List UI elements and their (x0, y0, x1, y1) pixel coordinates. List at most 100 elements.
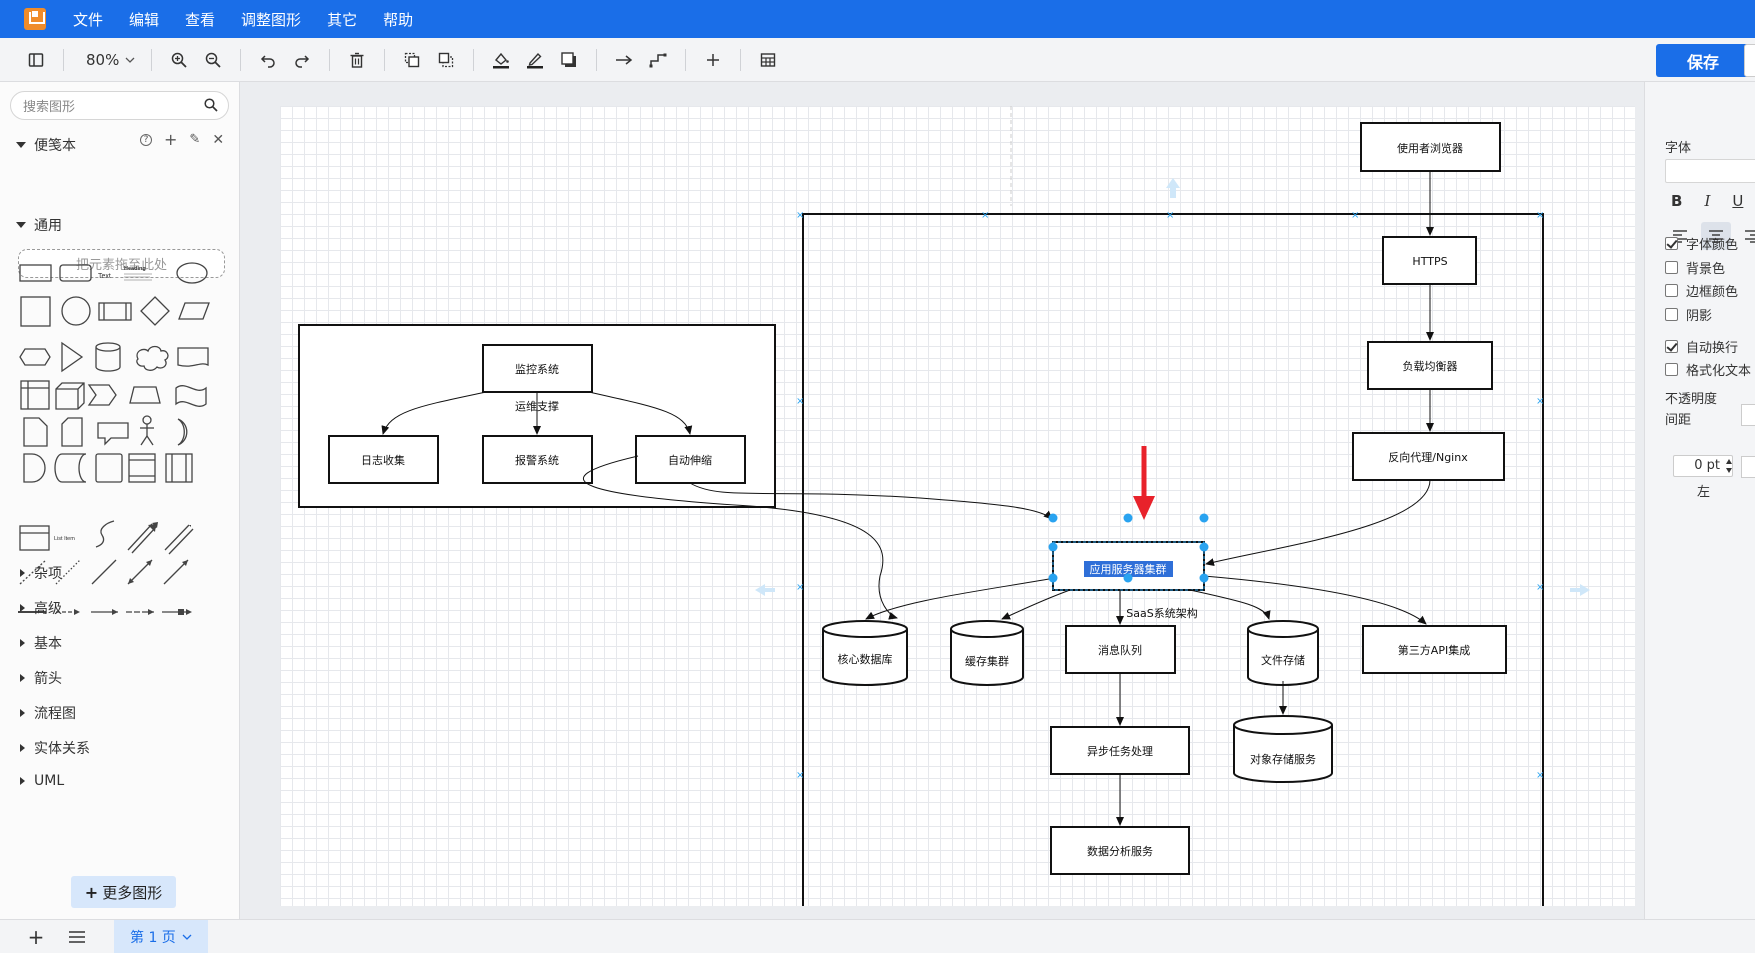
svg-text:×: × (796, 396, 804, 407)
checkbox-label: 自动换行 (1686, 341, 1739, 356)
word-wrap-checkbox[interactable]: 自动换行 (1665, 337, 1738, 356)
menu-file[interactable]: 文件 (73, 10, 104, 29)
main-edges[interactable] (583, 171, 1434, 826)
section-arrows[interactable]: 箭头 (20, 668, 62, 688)
redo-icon[interactable] (290, 48, 314, 72)
selection-handles[interactable] (1048, 513, 1209, 583)
node-object-storage[interactable] (1233, 715, 1333, 783)
node-async-tasks[interactable] (1050, 726, 1190, 775)
zoom-in-icon[interactable] (167, 48, 191, 72)
underline-button[interactable]: U (1732, 192, 1744, 210)
cylinder-shape (95, 342, 121, 372)
section-flowchart[interactable]: 流程图 (20, 703, 76, 723)
italic-button[interactable]: I (1704, 192, 1711, 210)
font-color-checkbox[interactable]: 字体颜色 (1665, 234, 1738, 253)
close-icon[interactable]: ✕ (212, 132, 225, 148)
node-autoscaling[interactable] (635, 435, 746, 484)
delete-icon[interactable] (345, 48, 369, 72)
checkbox-icon[interactable] (1665, 261, 1678, 274)
shadow-icon[interactable] (557, 48, 581, 72)
to-front-icon[interactable] (400, 48, 424, 72)
spacing-input-top[interactable] (1741, 456, 1755, 478)
node-core-db[interactable] (822, 620, 908, 686)
section-advanced[interactable]: 高级 (20, 598, 62, 618)
node-browser[interactable] (1360, 122, 1501, 172)
checkbox-icon[interactable] (1665, 363, 1678, 376)
shape-palette[interactable]: Text Heading List Item (16, 242, 216, 692)
section-label: 杂项 (34, 566, 62, 582)
save-options-button[interactable] (1744, 44, 1755, 77)
menu-help[interactable]: 帮助 (383, 10, 414, 29)
node-label: 消息队列 (1098, 643, 1142, 657)
node-reverse-proxy[interactable] (1352, 432, 1505, 481)
toggle-sidebar-icon[interactable] (24, 48, 48, 72)
add-icon[interactable]: + (164, 130, 178, 149)
node-monitoring[interactable] (482, 344, 593, 393)
waypoints-icon[interactable] (646, 48, 670, 72)
page-tab[interactable]: 第 1 页 (114, 919, 208, 953)
caret-down-icon (16, 142, 26, 148)
document-shape (177, 347, 209, 367)
menu-lines-icon[interactable] (68, 930, 86, 944)
bold-button[interactable]: B (1671, 192, 1683, 210)
checkbox-icon[interactable] (1665, 308, 1678, 321)
general-section-header[interactable]: 通用 (16, 215, 62, 235)
svg-text:×: × (1536, 396, 1544, 407)
menu-view[interactable]: 查看 (185, 10, 216, 29)
align-center-icon[interactable] (1701, 222, 1731, 250)
diagram-page[interactable]: × × × × × × × × × × × 监控系统 运维支撑 (280, 106, 1635, 906)
menu-extras[interactable]: 其它 (327, 10, 358, 29)
node-label-selected[interactable]: 应用服务器集群 (1090, 562, 1167, 576)
to-back-icon[interactable] (434, 48, 458, 72)
diagram-svg[interactable]: × × × × × × × × × × × 监控系统 运维支撑 (280, 106, 1635, 906)
formatted-text-checkbox[interactable]: 格式化文本 (1665, 360, 1751, 379)
add-page-button[interactable]: + (27, 924, 45, 949)
more-shapes-button[interactable]: + 更多图形 (71, 876, 176, 908)
checkbox-icon[interactable] (1665, 284, 1678, 297)
section-entity-relation[interactable]: 实体关系 (20, 738, 90, 758)
section-uml[interactable]: UML (20, 773, 64, 789)
node-third-party-api[interactable] (1362, 625, 1507, 674)
fill-color-icon[interactable] (489, 48, 513, 72)
zoom-select[interactable]: 80% (80, 51, 141, 69)
menu-edit[interactable]: 编辑 (129, 10, 160, 29)
saas-container[interactable] (802, 213, 1544, 906)
connection-arrow-icon[interactable] (612, 48, 636, 72)
edit-pencil-icon[interactable]: ✎ (189, 132, 201, 147)
section-misc[interactable]: 杂项 (20, 563, 62, 583)
scratchpad-dropzone[interactable]: 把元素拖至此处 (18, 249, 225, 278)
save-button[interactable]: 保存 (1656, 44, 1750, 77)
border-color-checkbox[interactable]: 边框颜色 (1665, 281, 1738, 300)
help-icon[interactable]: ? (140, 134, 152, 146)
background-color-checkbox[interactable]: 背景色 (1665, 258, 1725, 277)
format-panel: 字体 B I U 字体颜色 背景色 边框颜色 阴影 自动换行 格式化文本 不透明… (1644, 82, 1755, 919)
checkbox-checked-icon[interactable] (1665, 340, 1678, 353)
node-file-storage[interactable] (1247, 620, 1319, 686)
table-icon[interactable] (756, 48, 780, 72)
checkbox-checked-icon[interactable] (1665, 237, 1678, 250)
search-input[interactable]: 搜索图形 (10, 91, 229, 120)
node-cache[interactable] (950, 620, 1024, 686)
canvas-area[interactable]: × × × × × × × × × × × 监控系统 运维支撑 (240, 82, 1644, 919)
line-color-icon[interactable] (523, 48, 547, 72)
ops-edges[interactable] (381, 391, 693, 435)
node-https[interactable] (1382, 236, 1477, 285)
font-family-select[interactable] (1665, 159, 1755, 183)
node-alerting[interactable] (482, 435, 593, 484)
menu-arrange[interactable]: 调整图形 (241, 10, 302, 29)
search-icon[interactable] (204, 98, 218, 112)
opacity-input[interactable] (1741, 404, 1755, 426)
scratchpad-header[interactable]: 便笺本 (16, 135, 76, 155)
node-log-collection[interactable] (328, 435, 439, 484)
zoom-out-icon[interactable] (201, 48, 225, 72)
section-basic[interactable]: 基本 (20, 633, 62, 653)
shadow-checkbox[interactable]: 阴影 (1665, 305, 1712, 324)
node-analytics[interactable] (1050, 826, 1190, 875)
stepper-icon[interactable] (1725, 456, 1733, 476)
node-message-queue[interactable] (1065, 625, 1176, 674)
spacing-left-input[interactable]: 0 pt (1673, 455, 1733, 477)
undo-icon[interactable] (256, 48, 280, 72)
insert-plus-icon[interactable] (701, 48, 725, 72)
container-handles[interactable]: × × × × × × × × × × × (796, 210, 1544, 781)
align-right-icon[interactable] (1737, 222, 1755, 250)
